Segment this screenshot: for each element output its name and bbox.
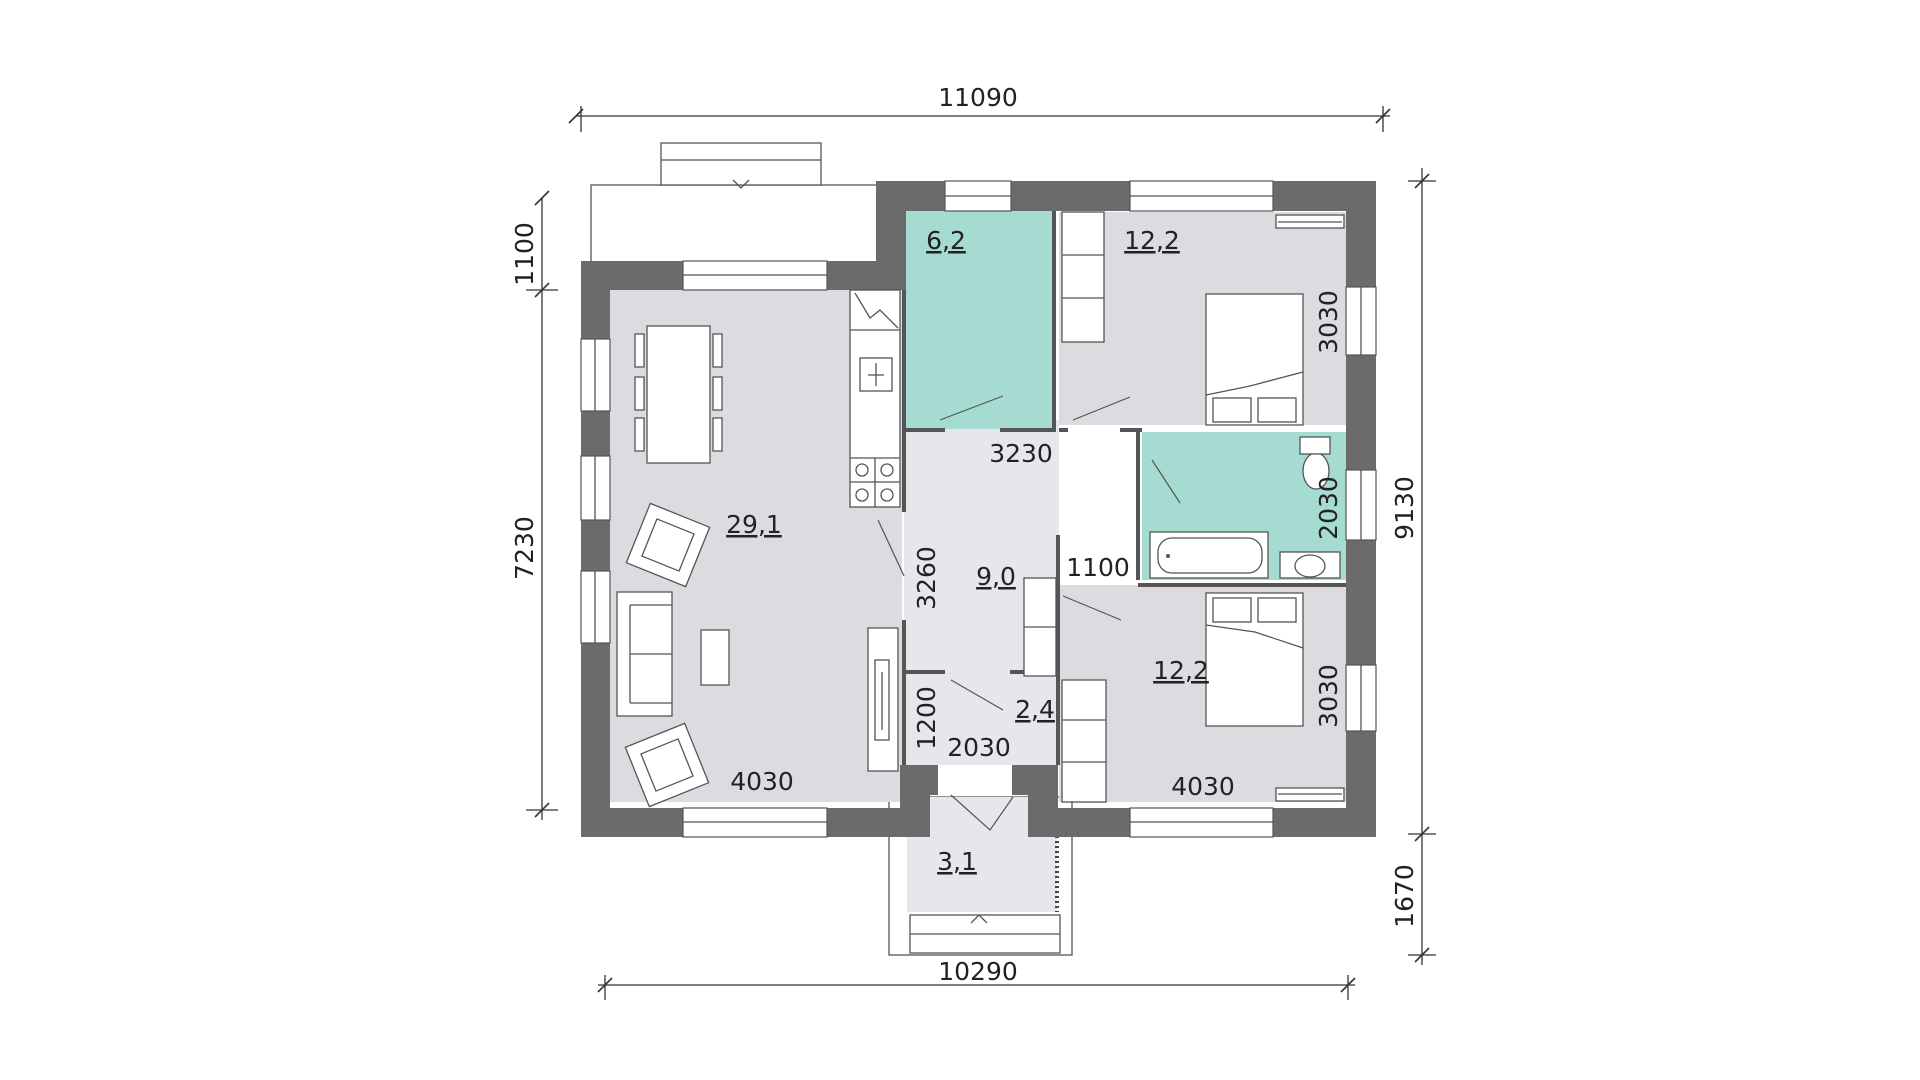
area-porch: 3,1 [937, 847, 977, 876]
dim-corridor-width: 3230 [989, 439, 1053, 468]
terrace [590, 142, 883, 263]
area-storage: 6,2 [926, 226, 966, 255]
dimension-lines [526, 106, 1436, 1000]
dim-vestibule-width: 2030 [947, 733, 1011, 762]
dim-bottom-overall: 10290 [938, 957, 1018, 986]
vestibule-door [950, 679, 1014, 831]
hall-furniture [877, 519, 1122, 677]
dim-bedroom2-width: 4030 [1171, 772, 1235, 801]
dim-left-terrace: 1100 [510, 222, 539, 286]
area-vestibule: 2,4 [1015, 695, 1055, 724]
storage-furniture [939, 395, 1004, 421]
dim-living-width: 4030 [730, 767, 794, 796]
dim-bedroom2-height: 3030 [1314, 664, 1343, 728]
dim-hall-height: 3260 [912, 546, 941, 610]
dim-right-porch: 1670 [1390, 864, 1419, 928]
dim-top-overall: 11090 [938, 83, 1018, 112]
dim-right-overall: 9130 [1390, 476, 1419, 540]
interior-walls [902, 211, 1346, 765]
bedroom2-furniture [1061, 592, 1345, 803]
dim-left-main: 7230 [510, 516, 539, 580]
bedroom1-furniture [1061, 211, 1345, 426]
bathroom-furniture [1149, 436, 1341, 579]
dim-bedroom1-height: 3030 [1314, 290, 1343, 354]
area-living: 29,1 [726, 510, 782, 539]
dim-bathroom-height: 2030 [1314, 476, 1343, 540]
windows [580, 180, 1377, 838]
dim-vestibule-height: 1200 [912, 686, 941, 750]
dim-hall-width: 1100 [1066, 553, 1130, 582]
area-bedroom1: 12,2 [1124, 226, 1180, 255]
area-bedroom2: 12,2 [1153, 656, 1209, 685]
living-furniture [616, 289, 901, 808]
area-hall: 9,0 [976, 562, 1016, 591]
